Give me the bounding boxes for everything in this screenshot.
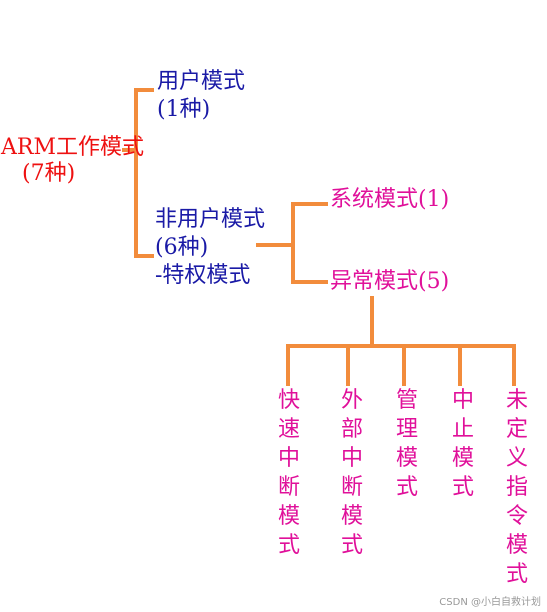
undefined-mode-label: 未定义指令模式	[505, 388, 528, 587]
root-count: (7种)	[22, 161, 76, 186]
root-label: ARM工作模式	[1, 135, 144, 160]
irq-mode-label: 外部中断模式	[340, 388, 363, 558]
non-user-mode-count: (6种)	[155, 235, 209, 260]
fiq-mode-label: 快速中断模式	[277, 388, 300, 558]
supervisor-mode-label: 管理模式	[395, 388, 418, 500]
abort-mode-label: 中止模式	[451, 388, 474, 500]
system-mode-label: 系统模式(1)	[330, 187, 450, 212]
user-mode-count: (1种)	[157, 97, 211, 122]
watermark: CSDN @小白自救计划	[439, 597, 541, 608]
non-user-mode-label: 非用户模式	[155, 207, 266, 232]
privileged-mode-label: -特权模式	[155, 263, 251, 288]
user-mode-label: 用户模式	[157, 69, 246, 94]
exception-mode-label: 异常模式(5)	[330, 269, 450, 294]
